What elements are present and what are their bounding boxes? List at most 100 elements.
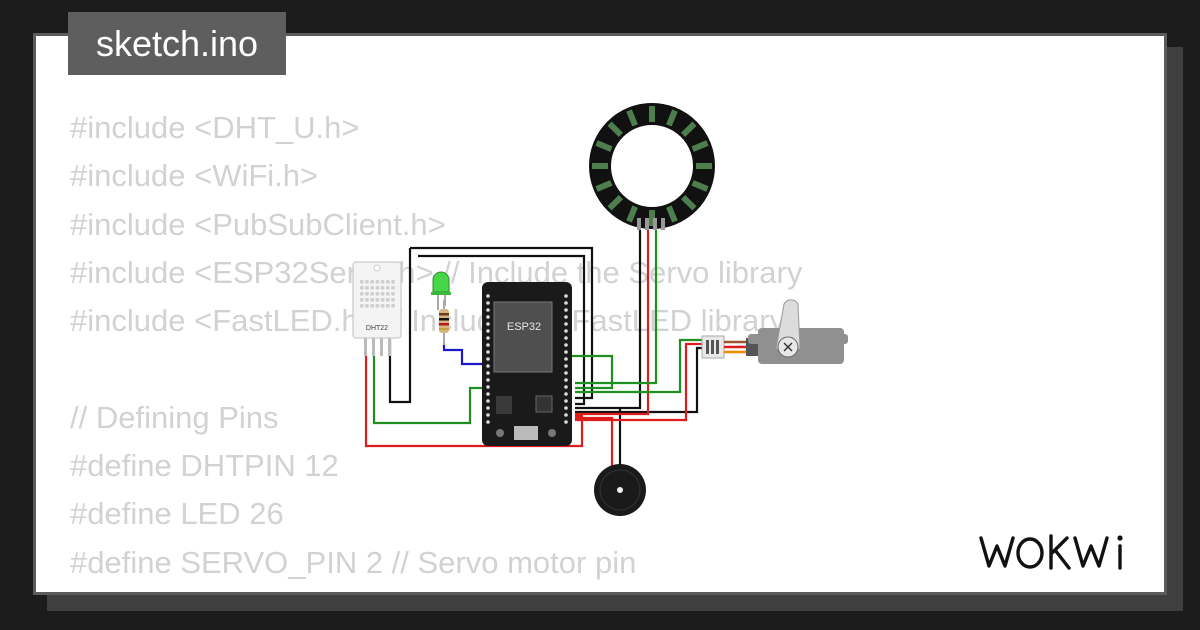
green-led[interactable] <box>431 271 451 310</box>
esp32-pin <box>564 343 568 347</box>
resistor[interactable] <box>439 300 449 345</box>
esp32-pin <box>486 371 490 375</box>
dht-vent <box>375 304 380 308</box>
ring-led <box>607 194 624 211</box>
esp32-pin <box>486 294 490 298</box>
wire-green-dht <box>372 355 487 425</box>
ring-led <box>626 205 638 223</box>
servo-motor[interactable] <box>701 299 848 364</box>
dht-vent <box>370 304 374 308</box>
buzzer[interactable] <box>594 464 646 516</box>
wire-black-left <box>388 248 412 404</box>
esp32-pin <box>486 329 490 333</box>
code-line: #include <FastLED.h> // Include the Fast… <box>70 303 786 339</box>
esp32-pin <box>564 329 568 333</box>
dht-vent <box>386 304 390 308</box>
dht-vent <box>370 292 374 296</box>
wire-red-power <box>364 355 584 448</box>
esp32-pin <box>486 336 490 340</box>
esp32-pin <box>564 364 568 368</box>
dht-vent <box>365 292 369 296</box>
dht-vent <box>386 286 390 290</box>
ring-led <box>680 121 697 138</box>
filename-tab: sketch.ino <box>68 12 286 75</box>
wire-green-1 <box>566 354 614 390</box>
dht-vent <box>386 292 390 296</box>
esp32-pin <box>564 315 568 319</box>
esp32-board[interactable]: ESP32 <box>482 282 572 446</box>
dht-vent <box>386 280 390 284</box>
esp32-pin <box>486 343 490 347</box>
dht-vent <box>386 298 390 302</box>
ring-led <box>607 121 624 138</box>
dht-vent <box>375 286 380 290</box>
preview-card: #include <DHT_U.h> #include <WiFi.h> #incl… <box>33 33 1167 595</box>
dht-vent <box>391 298 395 302</box>
dht-vent <box>360 292 364 296</box>
dht-vent <box>365 298 369 302</box>
code-listing: #include <DHT_U.h> #include <WiFi.h> #incl… <box>70 104 802 592</box>
ring-led <box>680 194 697 211</box>
dht-vent <box>380 298 385 302</box>
dht-vent <box>391 304 395 308</box>
dht-vent <box>370 280 374 284</box>
dht-vent <box>375 298 380 302</box>
esp32-pin <box>564 308 568 312</box>
wokwi-logo <box>979 534 1123 570</box>
esp32-pin <box>486 385 490 389</box>
ring-led <box>626 109 638 127</box>
ring-led <box>595 180 613 192</box>
esp32-pin <box>564 301 568 305</box>
dht-vent <box>365 280 369 284</box>
code-line: #include <WiFi.h> <box>70 158 319 194</box>
dht22-sensor[interactable]: DHT22 <box>352 261 402 356</box>
dht-vent <box>365 286 369 290</box>
esp32-pin <box>486 301 490 305</box>
esp32-pin <box>486 357 490 361</box>
dht-vent <box>365 304 369 308</box>
esp32-pin <box>564 385 568 389</box>
esp32-pin <box>564 350 568 354</box>
code-line: #include <DHT_U.h> <box>70 110 360 145</box>
esp32-pin <box>486 308 490 312</box>
esp32-pin <box>486 413 490 417</box>
dht-vent <box>375 280 380 284</box>
esp32-pin <box>564 413 568 417</box>
dht-vent <box>360 280 364 284</box>
esp32-pin <box>564 322 568 326</box>
esp32-pin <box>564 378 568 382</box>
ring-led <box>666 109 678 127</box>
wire-black-inner <box>418 254 586 406</box>
dht-vent <box>391 280 395 284</box>
esp32-pin <box>486 350 490 354</box>
dht-vent <box>360 298 364 302</box>
esp32-pin <box>486 378 490 382</box>
dht-vent <box>380 280 385 284</box>
wire-green-ring <box>575 230 658 385</box>
dht-vent <box>391 286 395 290</box>
esp32-pin <box>564 357 568 361</box>
dht22-label: DHT22 <box>366 325 388 332</box>
ring-led <box>691 180 709 192</box>
dht-vent <box>360 286 364 290</box>
dht-vent <box>360 304 364 308</box>
wire-red-servo <box>575 342 702 422</box>
dht-vent <box>391 292 395 296</box>
code-line: #include <PubSubClient.h> <box>70 206 446 242</box>
esp32-pin <box>564 406 568 410</box>
ring-led <box>666 205 678 223</box>
esp32-pin <box>486 392 490 396</box>
code-line: #define LED 26 <box>70 496 284 532</box>
ring-led <box>691 140 709 152</box>
dht-vent <box>380 292 385 296</box>
dht-vent <box>370 298 374 302</box>
wires <box>364 230 702 470</box>
esp32-pin <box>564 371 568 375</box>
esp32-pin <box>486 406 490 410</box>
wire-black-ring <box>575 230 642 410</box>
code-line: // Defining Pins <box>70 399 279 435</box>
esp32-pin <box>564 392 568 396</box>
neopixel-ring[interactable] <box>589 103 715 230</box>
wire-red-ring <box>575 230 650 416</box>
